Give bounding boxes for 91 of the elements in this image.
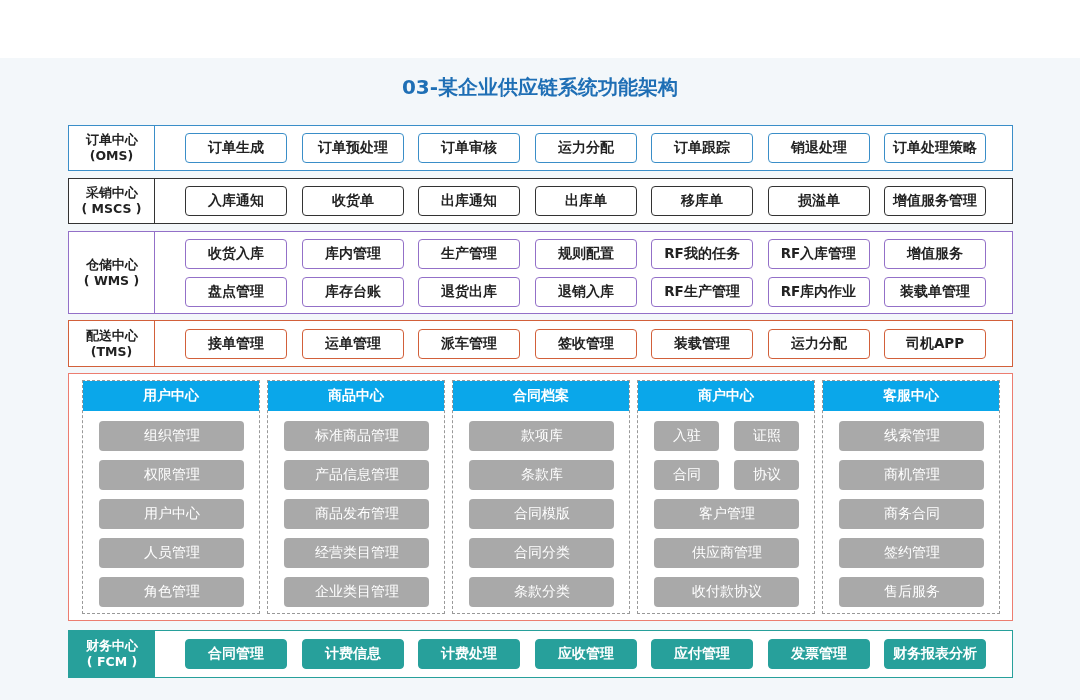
function-box: 生产管理: [418, 239, 520, 269]
function-box: 订单审核: [418, 133, 520, 163]
module-column: [822, 380, 1000, 614]
module-column: [637, 380, 815, 614]
module-title: 配送中心 (TMS): [69, 321, 155, 366]
function-box: 派车管理: [418, 328, 520, 359]
function-box: 司机APP: [884, 328, 986, 359]
function-box: 证照: [734, 421, 799, 451]
function-box: 订单跟踪: [651, 133, 753, 163]
function-box: 产品信息管理: [284, 460, 429, 490]
function-box: 增值服务: [884, 239, 986, 269]
function-box: 装载管理: [651, 328, 753, 359]
function-box: 合同: [654, 460, 719, 490]
column-header: 合同档案: [453, 381, 629, 411]
function-box: 组织管理: [99, 421, 244, 451]
function-box: 商务合同: [839, 499, 984, 529]
function-box: 移库单: [651, 186, 753, 216]
function-box: 收付款协议: [654, 577, 799, 607]
function-box: 款项库: [469, 421, 614, 451]
module-title: 财务中心 ( FCM ): [69, 631, 155, 677]
function-box: 计费处理: [418, 639, 520, 669]
function-box: 装载单管理: [884, 277, 986, 307]
function-box: 入库通知: [185, 186, 287, 216]
function-box: 经营类目管理: [284, 538, 429, 568]
function-box: 损溢单: [767, 186, 870, 216]
function-box: 用户中心: [99, 499, 244, 529]
function-box: 协议: [734, 460, 799, 490]
function-box: 合同模版: [469, 499, 614, 529]
function-box: 应收管理: [534, 639, 637, 669]
module-band: [68, 320, 1013, 367]
function-box: 签收管理: [534, 328, 637, 359]
function-box: 人员管理: [99, 538, 244, 568]
function-box: 供应商管理: [654, 538, 799, 568]
function-box: 条款分类: [469, 577, 614, 607]
function-box: 应付管理: [651, 639, 753, 669]
column-header: 用户中心: [83, 381, 259, 411]
function-box: 运力分配: [767, 328, 870, 359]
diagram-title: 03-某企业供应链系统功能架构: [400, 74, 680, 101]
function-box: 出库单: [534, 186, 637, 216]
function-box: 运单管理: [301, 328, 404, 359]
function-box: 订单预处理: [301, 133, 404, 163]
function-box: 计费信息: [301, 639, 404, 669]
function-box: 售后服务: [839, 577, 984, 607]
function-box: 标准商品管理: [284, 421, 429, 451]
function-box: 出库通知: [418, 186, 520, 216]
function-box: 角色管理: [99, 577, 244, 607]
function-box: 退货出库: [418, 277, 520, 307]
module-band: [68, 178, 1013, 224]
function-box: 接单管理: [185, 328, 287, 359]
function-box: 合同分类: [469, 538, 614, 568]
module-column: [452, 380, 630, 614]
module-band: [68, 630, 1013, 678]
module-band: [68, 125, 1013, 171]
module-column: [82, 380, 260, 614]
function-box: 发票管理: [767, 639, 870, 669]
function-box: 增值服务管理: [884, 186, 986, 216]
function-box: 收货入库: [185, 239, 287, 269]
function-box: 盘点管理: [185, 277, 287, 307]
function-box: 库存台账: [301, 277, 404, 307]
function-box: RF我的任务: [651, 239, 753, 269]
function-box: 签约管理: [839, 538, 984, 568]
module-column: [267, 380, 445, 614]
function-box: 合同管理: [185, 639, 287, 669]
function-box: 商机管理: [839, 460, 984, 490]
function-box: 入驻: [654, 421, 719, 451]
function-box: 规则配置: [534, 239, 637, 269]
function-box: RF库内作业: [767, 277, 870, 307]
function-box: RF入库管理: [767, 239, 870, 269]
module-title: 采销中心 ( MSCS ): [69, 179, 155, 223]
function-box: 订单生成: [185, 133, 287, 163]
function-box: 企业类目管理: [284, 577, 429, 607]
function-box: 条款库: [469, 460, 614, 490]
function-box: 订单处理策略: [884, 133, 986, 163]
function-box: 商品发布管理: [284, 499, 429, 529]
function-box: 退销入库: [534, 277, 637, 307]
module-title: 仓储中心 ( WMS ): [69, 232, 155, 313]
module-title: 订单中心 (OMS): [69, 126, 155, 170]
function-box: 客户管理: [654, 499, 799, 529]
function-box: 财务报表分析: [884, 639, 986, 669]
column-header: 商品中心: [268, 381, 444, 411]
function-box: 销退处理: [767, 133, 870, 163]
function-box: 收货单: [301, 186, 404, 216]
function-box: 库内管理: [301, 239, 404, 269]
function-box: 线索管理: [839, 421, 984, 451]
column-header: 商户中心: [638, 381, 814, 411]
column-header: 客服中心: [823, 381, 999, 411]
function-box: 权限管理: [99, 460, 244, 490]
function-box: RF生产管理: [651, 277, 753, 307]
module-panel: [68, 373, 1013, 621]
module-band: [68, 231, 1013, 314]
function-box: 运力分配: [534, 133, 637, 163]
